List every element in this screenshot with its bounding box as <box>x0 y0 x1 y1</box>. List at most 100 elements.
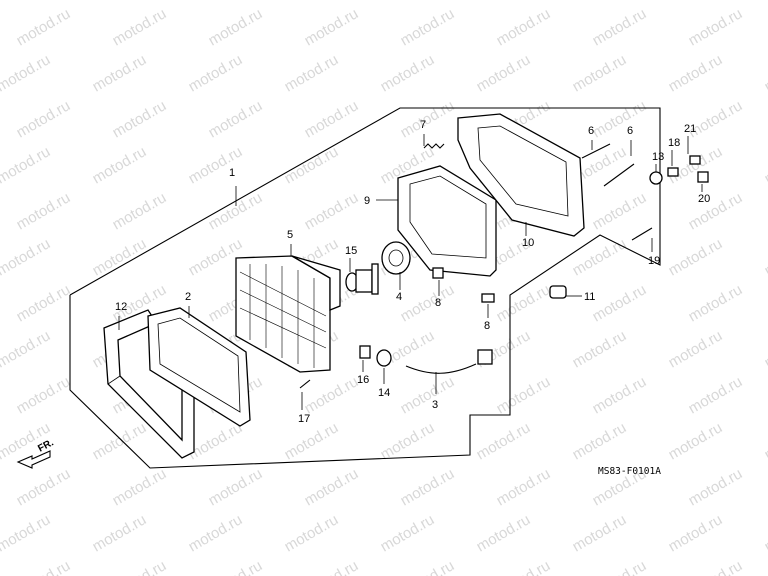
watermark-text: motod.ru <box>590 373 650 417</box>
watermark-text: motod.ru <box>686 5 746 49</box>
watermark-text: motod.ru <box>282 51 342 95</box>
watermark-text: motod.ru <box>0 327 53 371</box>
watermark-text: motod.ru <box>570 0 630 3</box>
watermark-text: motod.ru <box>494 373 554 417</box>
watermark-text: motod.ru <box>474 51 534 95</box>
watermark-text: motod.ru <box>570 51 630 95</box>
watermark-text: motod.ru <box>570 327 630 371</box>
watermark-text: motod.ru <box>666 419 726 463</box>
watermark-text: motod.ru <box>570 235 630 279</box>
watermark-text: motod.ru <box>90 51 150 95</box>
watermark-text: motod.ru <box>186 51 246 95</box>
callout-c8a: 8 <box>435 297 441 309</box>
part-adjuster-screws <box>581 143 635 187</box>
watermark-text: motod.ru <box>398 557 458 576</box>
watermark-text: motod.ru <box>0 511 53 555</box>
callout-c21: 21 <box>684 123 696 135</box>
part-spring <box>423 143 445 149</box>
watermark-text: motod.ru <box>90 235 150 279</box>
watermark-text: motod.ru <box>110 465 170 509</box>
watermark-text: motod.ru <box>0 51 53 95</box>
watermark-text: motod.ru <box>686 557 746 576</box>
watermark-text: motod.ru <box>110 5 170 49</box>
watermark-text: motod.ru <box>762 0 768 3</box>
watermark-text: motod.ru <box>110 557 170 576</box>
part-clips <box>432 267 495 303</box>
watermark-text: motod.ru <box>762 235 768 279</box>
watermark-text: motod.ru <box>570 511 630 555</box>
part-screw <box>299 379 311 389</box>
watermark-text: motod.ru <box>474 0 534 3</box>
watermark-text: motod.ru <box>666 235 726 279</box>
callout-c2: 2 <box>185 291 191 303</box>
callout-c16: 16 <box>357 374 369 386</box>
watermark-text: motod.ru <box>590 189 650 233</box>
watermark-text: motod.ru <box>206 97 266 141</box>
watermark-text: motod.ru <box>762 511 768 555</box>
callout-c1: 1 <box>229 167 235 179</box>
watermark-text: motod.ru <box>686 281 746 325</box>
callout-c13: 13 <box>652 151 664 163</box>
watermark-text: motod.ru <box>474 511 534 555</box>
callout-c15: 15 <box>345 245 357 257</box>
callout-c20: 20 <box>698 193 710 205</box>
leader-lines <box>118 134 703 410</box>
part-socket <box>381 241 411 275</box>
watermark-text: motod.ru <box>570 419 630 463</box>
callout-c6a: 6 <box>588 125 594 137</box>
watermark-text: motod.ru <box>206 465 266 509</box>
watermark-text: motod.ru <box>398 281 458 325</box>
watermark-text: motod.ru <box>398 5 458 49</box>
callout-c19: 19 <box>648 255 660 267</box>
watermark-text: motod.ru <box>90 143 150 187</box>
watermark-text: motod.ru <box>686 465 746 509</box>
watermark-text: motod.ru <box>494 5 554 49</box>
watermark-text: motod.ru <box>206 557 266 576</box>
part-small-hardware <box>631 155 709 241</box>
watermark-text: motod.ru <box>666 327 726 371</box>
watermark-text: motod.ru <box>590 557 650 576</box>
watermark-text: motod.ru <box>186 511 246 555</box>
diagram-code: MS83-F0101A <box>598 466 661 477</box>
callout-c11: 11 <box>584 291 595 303</box>
watermark-text: motod.ru <box>282 419 342 463</box>
watermark-text: motod.ru <box>666 51 726 95</box>
part-grommet <box>549 285 567 299</box>
watermark-text: motod.ru <box>494 557 554 576</box>
callout-c3: 3 <box>432 399 438 411</box>
watermark-text: motod.ru <box>282 0 342 3</box>
watermark-text: motod.ru <box>762 143 768 187</box>
callout-c14: 14 <box>378 387 390 399</box>
watermark-text: motod.ru <box>0 235 53 279</box>
watermark-text: motod.ru <box>590 281 650 325</box>
watermark-text: motod.ru <box>378 511 438 555</box>
watermark-text: motod.ru <box>90 511 150 555</box>
watermark-text: motod.ru <box>14 5 74 49</box>
watermark-text: motod.ru <box>302 557 362 576</box>
watermark-text: motod.ru <box>590 97 650 141</box>
callout-c10: 10 <box>522 237 534 249</box>
watermark-text: motod.ru <box>398 465 458 509</box>
watermark-text: motod.ru <box>398 373 458 417</box>
watermark-text: motod.ru <box>14 189 74 233</box>
part-harness <box>359 345 493 374</box>
watermark-text: motod.ru <box>686 189 746 233</box>
watermark-text: motod.ru <box>206 5 266 49</box>
watermark-text: motod.ru <box>666 143 726 187</box>
watermark-text: motod.ru <box>14 373 74 417</box>
watermark-text: motod.ru <box>282 143 342 187</box>
watermark-text: motod.ru <box>494 281 554 325</box>
callout-c4: 4 <box>396 291 402 303</box>
watermark-text: motod.ru <box>186 0 246 3</box>
callout-c8b: 8 <box>484 320 490 332</box>
part-bracket <box>457 113 585 237</box>
watermark-text: motod.ru <box>666 0 726 3</box>
callout-c7: 7 <box>420 119 426 131</box>
watermark-text: motod.ru <box>398 97 458 141</box>
watermark-text: motod.ru <box>302 189 362 233</box>
watermark-text: motod.ru <box>14 465 74 509</box>
watermark-text: motod.ru <box>686 373 746 417</box>
watermark-text: motod.ru <box>762 419 768 463</box>
part-sealed-beam <box>235 255 341 373</box>
